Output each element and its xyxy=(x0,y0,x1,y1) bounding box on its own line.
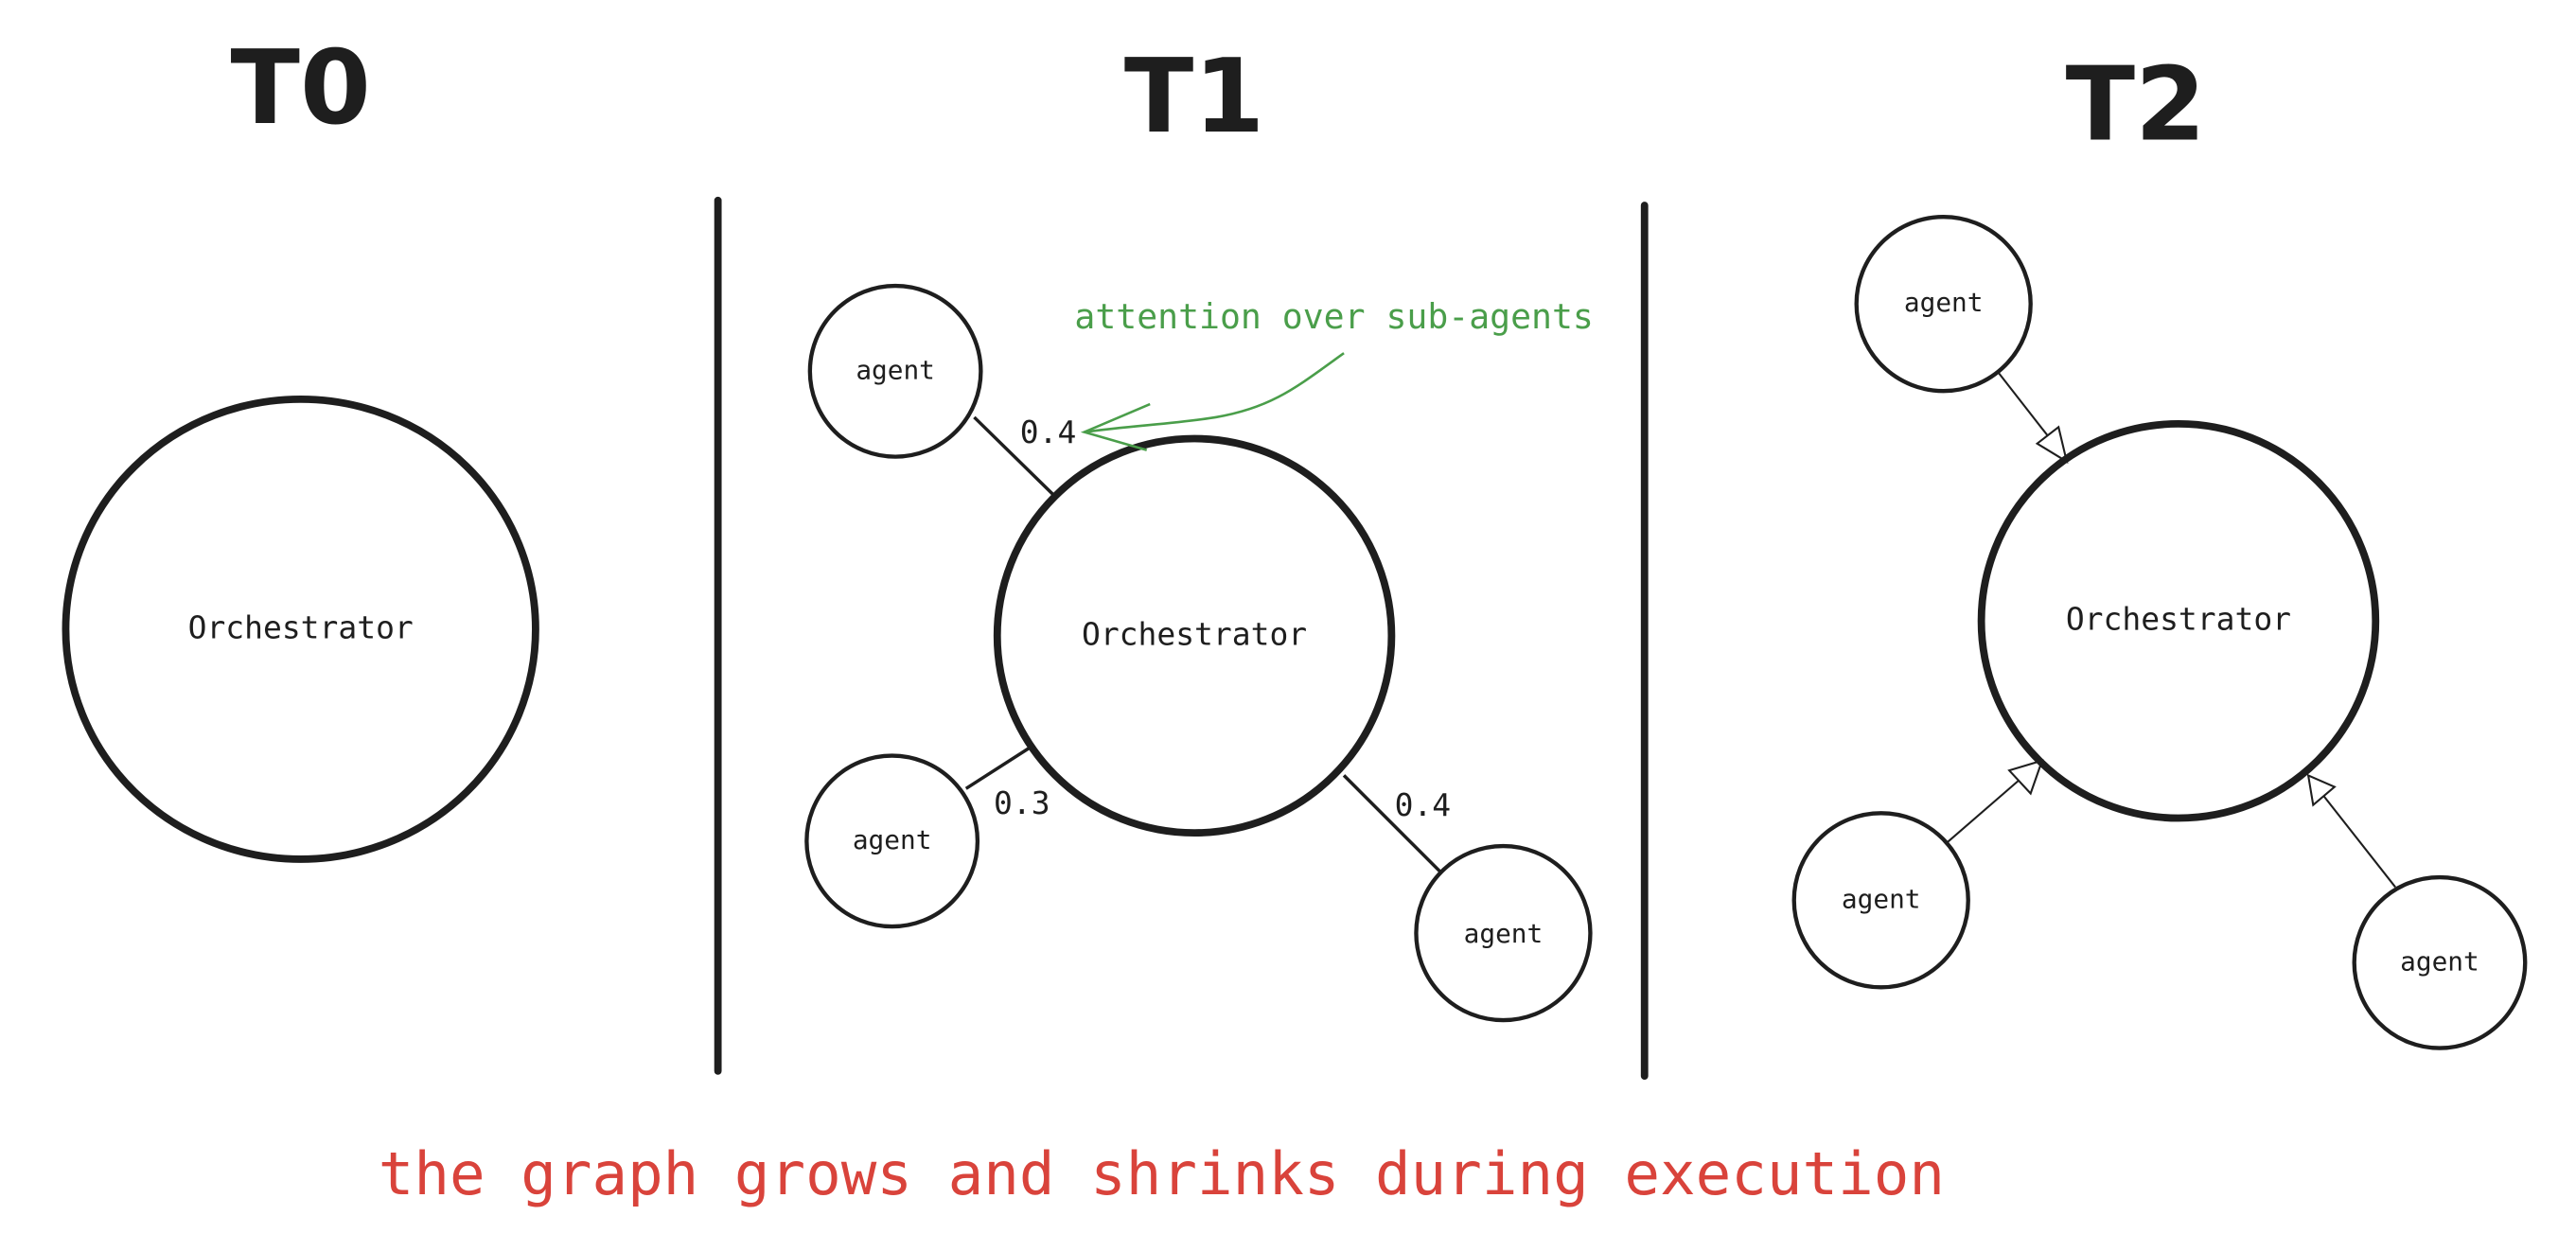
t0-orchestrator-node: Orchestrator xyxy=(62,395,539,863)
caption: the graph grows and shrinks during execu… xyxy=(379,1139,1945,1208)
agent-label: agent xyxy=(2400,945,2479,977)
agent-label: agent xyxy=(856,354,935,385)
orchestrator-label: Orchestrator xyxy=(1082,615,1307,652)
t1-orchestrator-node: Orchestrator xyxy=(993,434,1396,837)
panel-title-t2: T2 xyxy=(2066,46,2206,165)
t1-edge-3 xyxy=(1342,774,1444,875)
orchestrator-label: Orchestrator xyxy=(188,608,414,645)
t2-agent-node-2: agent xyxy=(1791,811,1970,990)
edge-weight-3: 0.4 xyxy=(1395,786,1452,823)
annotation-arrow-icon xyxy=(1080,352,1345,451)
agent-label: agent xyxy=(853,824,932,855)
t2-agent-node-3: agent xyxy=(2352,874,2528,1050)
agent-label: agent xyxy=(1842,883,1921,914)
t1-agent-node-1: agent xyxy=(807,283,983,459)
agent-label: agent xyxy=(1904,287,1984,318)
edge-weight-2: 0.3 xyxy=(994,784,1050,821)
t2-arrow-3 xyxy=(2306,773,2396,889)
t1-edge-2 xyxy=(964,746,1032,790)
orchestrator-label: Orchestrator xyxy=(2066,601,2291,638)
agent-label: agent xyxy=(1464,918,1544,949)
t1-edge-1 xyxy=(973,415,1056,498)
t2-arrow-2 xyxy=(1946,759,2044,844)
t2-arrow-1 xyxy=(1995,368,2069,465)
edge-weight-1: 0.4 xyxy=(1020,414,1077,450)
panel-title-t0: T0 xyxy=(231,29,371,148)
attention-annotation: attention over sub-agents xyxy=(1074,296,1593,337)
t2-agent-node-1: agent xyxy=(1854,214,2033,394)
t2-orchestrator-node: Orchestrator xyxy=(1977,419,2380,822)
t1-agent-node-3: agent xyxy=(1414,843,1593,1023)
t1-agent-node-2: agent xyxy=(804,753,980,929)
panel-title-t1: T1 xyxy=(1124,38,1264,156)
